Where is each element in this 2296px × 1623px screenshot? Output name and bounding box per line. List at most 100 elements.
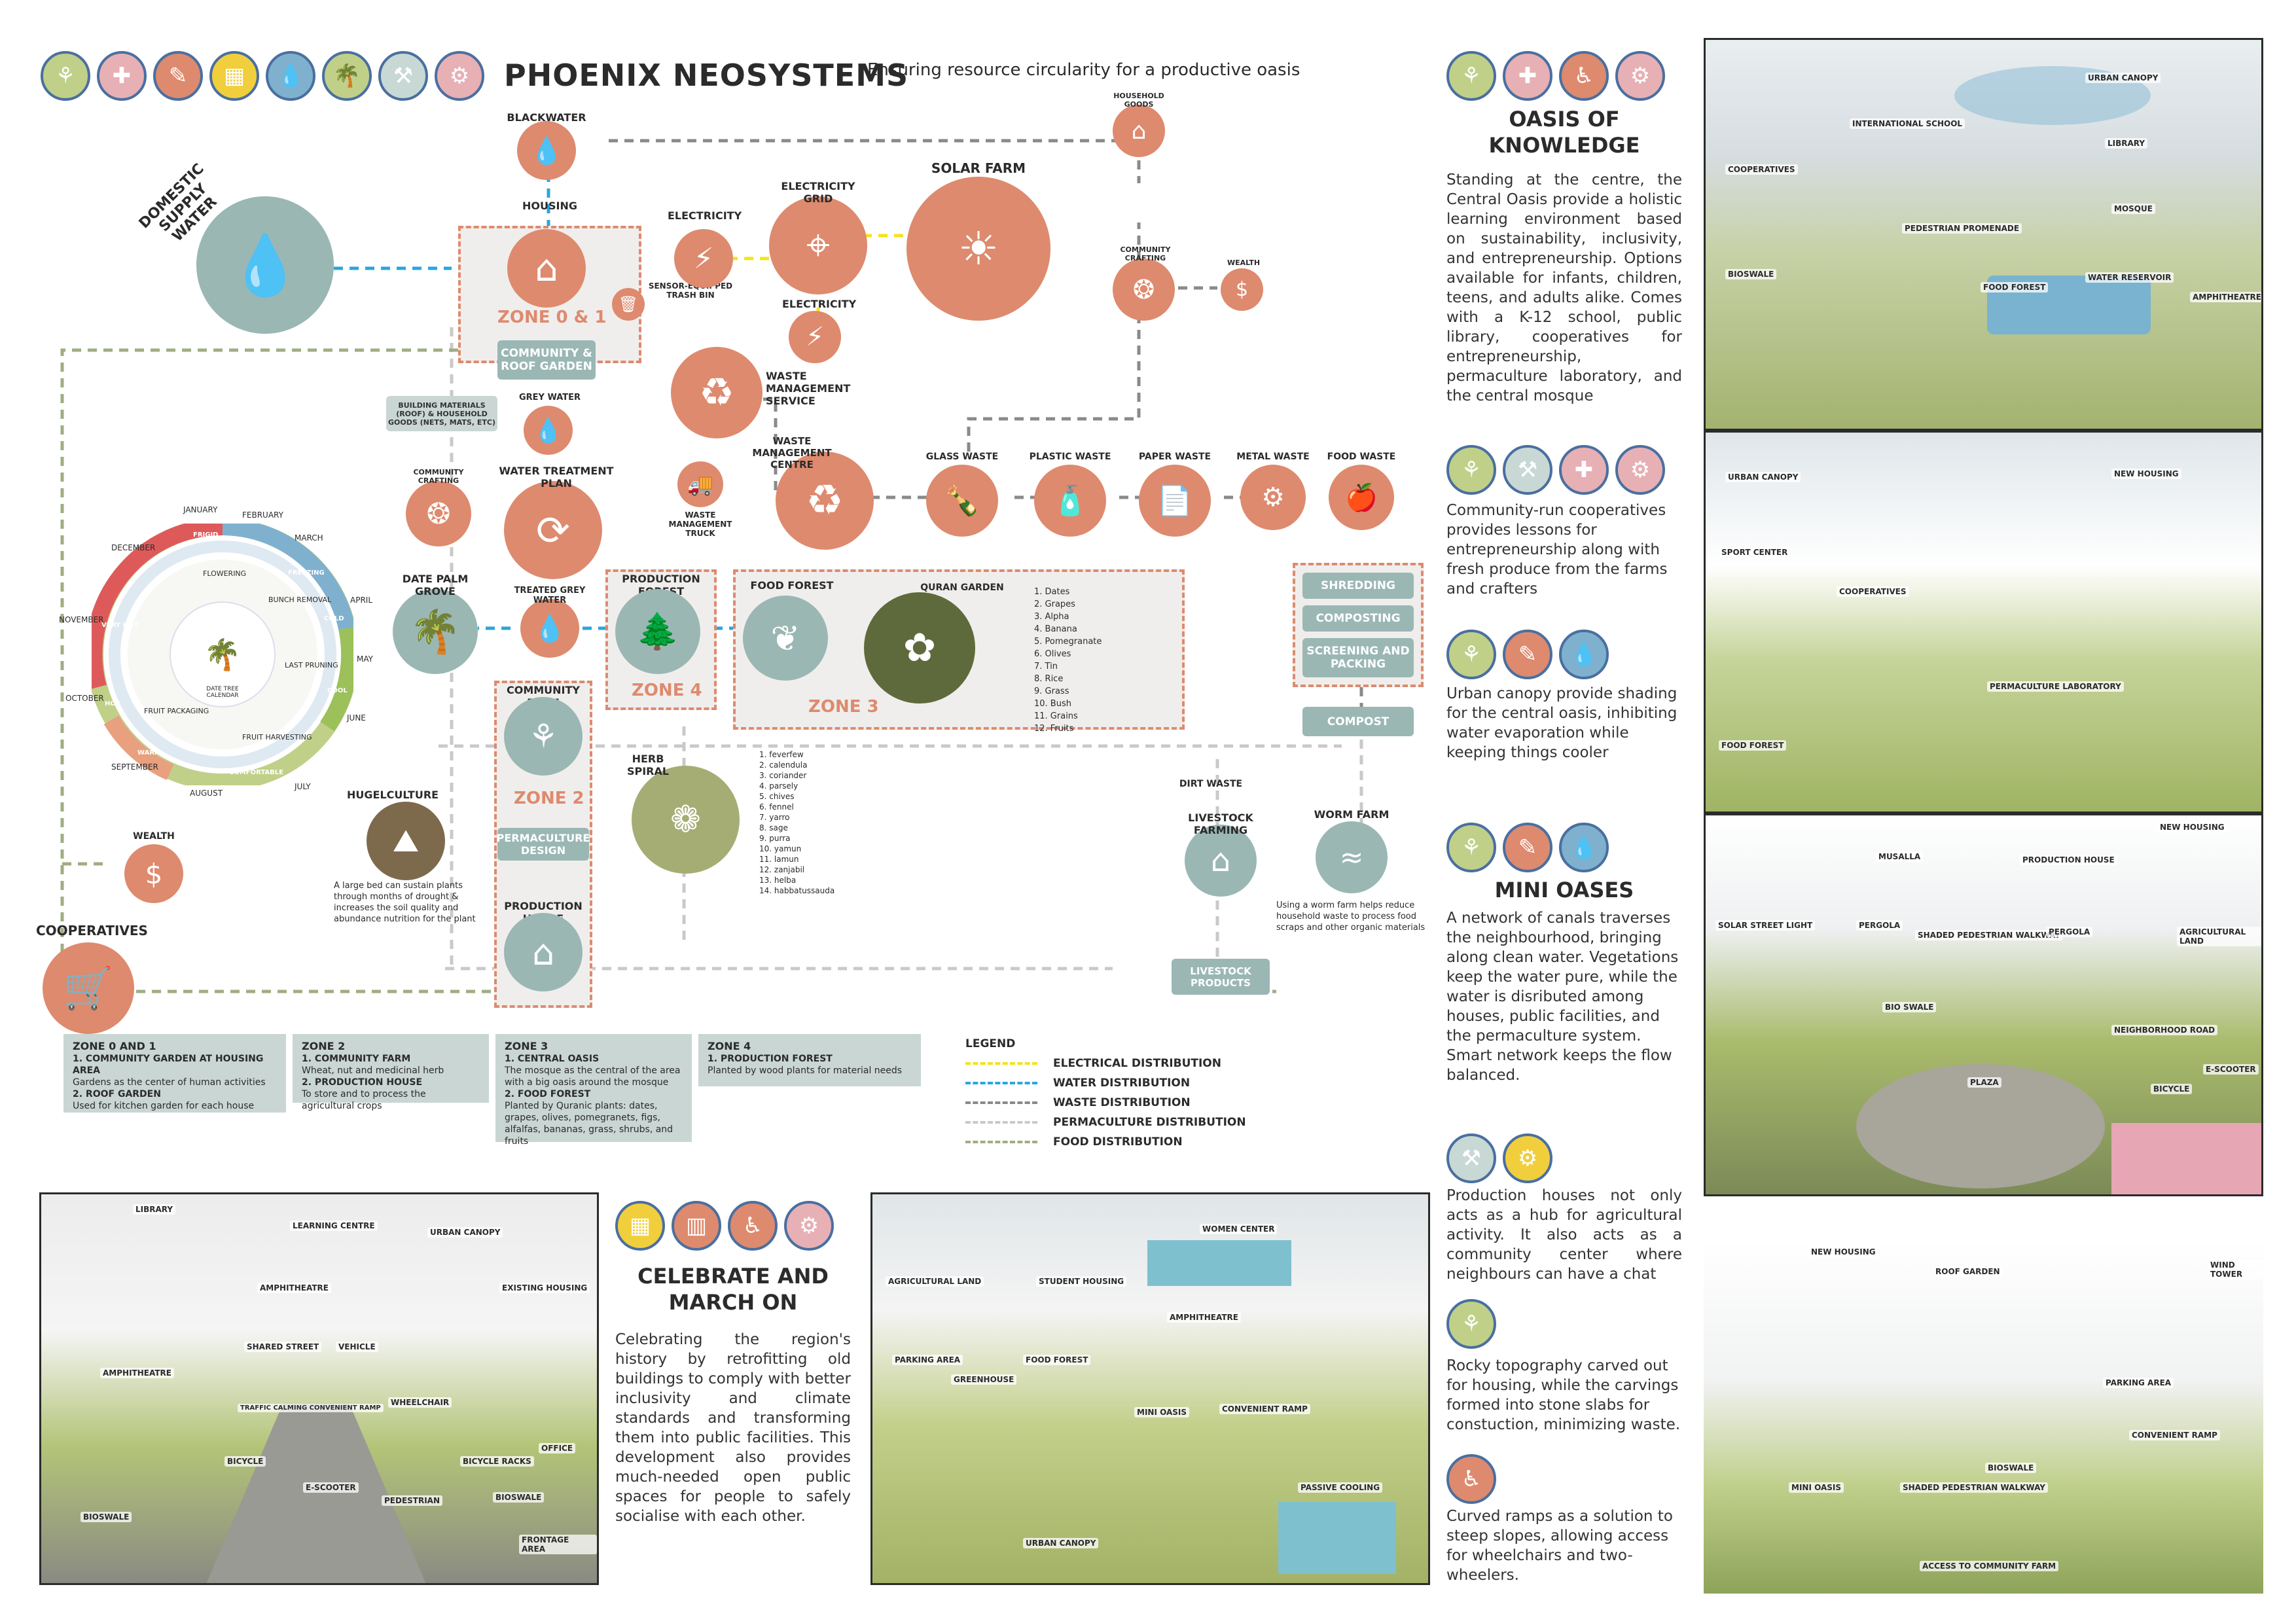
date-palm-label: DATE PALM GROVE bbox=[402, 573, 469, 597]
waste-service-icon: ♻ bbox=[671, 347, 762, 438]
community-farm-icon: ⚘ bbox=[504, 697, 583, 776]
tag: URBAN CANOPY bbox=[1725, 472, 1801, 482]
tag: LEARNING CENTRE bbox=[290, 1221, 378, 1231]
tag: PEDESTRIAN PROMENADE bbox=[1902, 223, 2022, 234]
tag: NEW HOUSING bbox=[1808, 1247, 1878, 1257]
community-garden-chip: COMMUNITY & ROOF GARDEN bbox=[497, 340, 596, 380]
hugelculture-desc: A large bed can sustain plants through m… bbox=[334, 881, 476, 924]
quran-plant: 8. Rice bbox=[1034, 674, 1064, 684]
month-november: NOVEMBER bbox=[59, 615, 104, 624]
glass-waste-label: GLASS WASTE bbox=[925, 452, 999, 462]
calendar-wheel bbox=[85, 518, 359, 791]
herb-item: 13. helba bbox=[759, 876, 797, 885]
solar-farm-icon: ☀ bbox=[906, 177, 1050, 321]
tag: E-SCOOTER bbox=[2203, 1064, 2259, 1075]
herb-spiral-label: HERB SPIRAL bbox=[626, 753, 670, 777]
mini-text: A network of canals traverses the neighb… bbox=[1446, 910, 1679, 1084]
sdg-education-icon: ✎ bbox=[1503, 823, 1552, 872]
legend-food-swatch bbox=[965, 1141, 1037, 1143]
waste-truck-icon: 🚚 bbox=[677, 461, 723, 507]
worm-farm-desc: Using a worm farm helps reduce household… bbox=[1276, 901, 1426, 933]
waste-link-top bbox=[609, 139, 1141, 183]
quran-plant: 2. Grapes bbox=[1034, 599, 1075, 609]
herb-item: 4. parsely bbox=[759, 781, 798, 791]
tag: AGRICULTURAL LAND bbox=[886, 1276, 984, 1287]
housing-label: HOUSING bbox=[522, 200, 577, 212]
page-title: PHOENIX NEOSYSTEMS bbox=[504, 58, 909, 93]
zone-panel-2: ZONE 2 1. COMMUNITY FARM Wheat, nut and … bbox=[293, 1034, 489, 1111]
sdg-inclusion-icon: ♿ bbox=[728, 1201, 778, 1251]
legend-food-label: FOOD DISTRIBUTION bbox=[1053, 1135, 1183, 1149]
sdg-community-icon: ⚘ bbox=[1446, 445, 1496, 495]
livestock-products-chip: LIVESTOCK PRODUCTS bbox=[1172, 959, 1270, 995]
quran-plant: 12. Fruits bbox=[1034, 724, 1074, 734]
sdg-food-icon: ▦ bbox=[615, 1201, 665, 1251]
herb-item: 7. yarro bbox=[759, 813, 790, 822]
zone-panel-item: Used for kitchen garden for each house bbox=[73, 1101, 255, 1111]
month-december: DECEMBER bbox=[111, 543, 156, 552]
tag: URBAN CANOPY bbox=[427, 1227, 503, 1238]
greywater-icon: 💧 bbox=[524, 406, 573, 455]
electricity-2-label: ELECTRICITY bbox=[782, 298, 857, 310]
tag: FRONTAGE AREA bbox=[519, 1535, 597, 1554]
food-forest-icon: ❦ bbox=[743, 596, 828, 681]
sdg-innovation-icon: ⚙ bbox=[1615, 445, 1665, 495]
tag: PARKING AREA bbox=[2103, 1378, 2174, 1388]
blackwater-icon: 💧 bbox=[517, 121, 576, 180]
food-link-left bbox=[60, 348, 458, 962]
month-august: AUGUST bbox=[190, 789, 223, 798]
cooperatives-label: COOPERATIVES bbox=[36, 923, 148, 938]
tag: MUSALLA bbox=[1876, 851, 1924, 862]
zone-panel-item: The mosque as the central of the area wi… bbox=[505, 1065, 681, 1088]
tag: VEHICLE bbox=[336, 1342, 378, 1352]
canopy-text: Urban canopy provide shading for the cen… bbox=[1446, 685, 1677, 761]
tag: SOLAR STREET LIGHT bbox=[1715, 920, 1816, 931]
herb-item: 11. lamun bbox=[759, 855, 799, 864]
zone-panel-item: Gardens as the center of human activitie… bbox=[73, 1077, 266, 1088]
rocky-icon-row: ⚘ bbox=[1446, 1299, 1496, 1349]
legend-waste-swatch bbox=[965, 1101, 1037, 1104]
paper-waste-icon: 📄 bbox=[1139, 465, 1211, 537]
quran-plant: 9. Grass bbox=[1034, 687, 1069, 696]
mini-icon-row: ⚘ ✎ 💧 bbox=[1446, 823, 1609, 872]
tag: OFFICE bbox=[539, 1443, 576, 1454]
community-crafting-left-label: COMMUNITY CRAFTING bbox=[413, 468, 464, 485]
legend-permaculture-label: PERMACULTURE DISTRIBUTION bbox=[1053, 1116, 1246, 1129]
tag: FOOD FOREST bbox=[1023, 1355, 1091, 1365]
herb-spiral-icon: ❁ bbox=[632, 766, 740, 874]
herb-item: 3. coriander bbox=[759, 771, 807, 780]
waste-truck-label: WASTE MANAGEMENT TRUCK bbox=[668, 510, 732, 538]
tag: WATER RESERVOIR bbox=[2085, 272, 2174, 283]
tag: BIOSWALE bbox=[493, 1492, 545, 1503]
wealth-left-label: WEALTH bbox=[133, 831, 175, 842]
electricity-grid-icon: ⌖ bbox=[769, 196, 867, 294]
season-comfortable: COMFORTABLE bbox=[229, 769, 283, 776]
celebrate-title: CELEBRATE AND MARCH ON bbox=[637, 1264, 829, 1315]
sdg-community-icon: ⚘ bbox=[1446, 630, 1496, 679]
tag: PARKING AREA bbox=[892, 1355, 963, 1365]
production-icon-row: ⚒ ⚙ bbox=[1446, 1133, 1552, 1183]
sdg-food-icon: ▦ bbox=[209, 51, 259, 101]
herb-item: 12. zanjabil bbox=[759, 865, 805, 874]
sdg-health-icon: ✚ bbox=[1503, 51, 1552, 101]
calendar-centre-label: DATE TREE CALENDAR bbox=[206, 686, 239, 699]
plastic-waste-icon: 🧴 bbox=[1034, 465, 1106, 537]
rocky-text: Rocky topography carved out for housing,… bbox=[1446, 1357, 1681, 1433]
tag: PEDESTRIAN bbox=[382, 1495, 443, 1506]
zone-panel-item: 2. FOOD FOREST bbox=[505, 1089, 591, 1099]
building-materials-chip: BUILDING MATERIALS (ROOF) & HOUSEHOLD GO… bbox=[386, 396, 497, 431]
zone-panel-4: ZONE 4 1. PRODUCTION FOREST Planted by w… bbox=[698, 1034, 921, 1086]
ramps-icon-row: ♿ bbox=[1446, 1454, 1496, 1504]
wealth-left-icon: $ bbox=[124, 844, 183, 903]
tag: CONVENIENT RAMP bbox=[1219, 1404, 1310, 1414]
legend-water-label: WATER DISTRIBUTION bbox=[1053, 1077, 1191, 1090]
tag: ROOF GARDEN bbox=[1933, 1266, 2003, 1277]
hugelculture-icon: ⛰ bbox=[367, 802, 445, 880]
sdg-water-icon: 💧 bbox=[266, 51, 315, 101]
worm-farm-icon: ≈ bbox=[1316, 821, 1388, 893]
shredding-chip: SHREDDING bbox=[1302, 573, 1414, 599]
wealth-top-icon: $ bbox=[1221, 268, 1263, 311]
tag: AMPHITHEATRE bbox=[1167, 1312, 1241, 1323]
treated-grey-icon: 💧 bbox=[520, 599, 579, 658]
herb-item: 14. habbatussauda bbox=[759, 886, 835, 895]
